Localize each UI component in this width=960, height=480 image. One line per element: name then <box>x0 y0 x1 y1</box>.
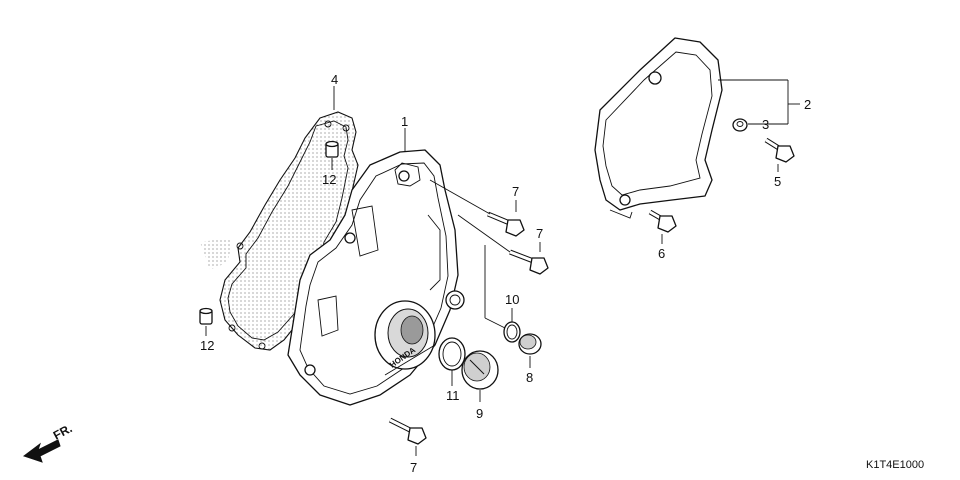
crankcase-cover: HONDA <box>287 149 465 406</box>
dowel-pin-lower <box>199 307 213 325</box>
collar <box>732 118 748 132</box>
sprocket-cover <box>594 37 723 219</box>
front-arrow-icon <box>22 439 61 463</box>
bolt-upper <box>487 211 525 237</box>
o-ring-small <box>503 321 521 343</box>
callout-7-upper: 7 <box>512 184 519 199</box>
callout-3: 3 <box>762 117 769 132</box>
callout-11: 11 <box>446 388 460 403</box>
dowel-pin-upper <box>325 140 339 158</box>
callout-6: 6 <box>658 246 665 261</box>
callout-9: 9 <box>476 406 483 421</box>
callout-12-upper: 12 <box>322 172 336 187</box>
callout-7-middle: 7 <box>536 226 543 241</box>
bolt-cover-right <box>764 137 795 163</box>
callout-1: 1 <box>401 114 408 129</box>
cap-small <box>518 333 542 355</box>
callout-5: 5 <box>774 174 781 189</box>
bolt-lower <box>388 417 427 445</box>
callout-10: 10 <box>505 292 519 307</box>
o-ring-large <box>438 337 466 371</box>
callout-4: 4 <box>331 72 338 87</box>
direction-label: FR. <box>51 421 75 442</box>
gasket <box>200 111 359 351</box>
callout-2: 2 <box>804 97 811 112</box>
cap-large <box>461 350 499 390</box>
callout-8: 8 <box>526 370 533 385</box>
leader-lines <box>205 79 800 456</box>
callout-7-lower: 7 <box>410 460 417 475</box>
bolt-middle <box>509 249 549 275</box>
diagram-code: K1T4E1000 <box>866 459 924 471</box>
bolt-cover-lower <box>648 209 677 233</box>
callout-12-lower: 12 <box>200 338 214 353</box>
